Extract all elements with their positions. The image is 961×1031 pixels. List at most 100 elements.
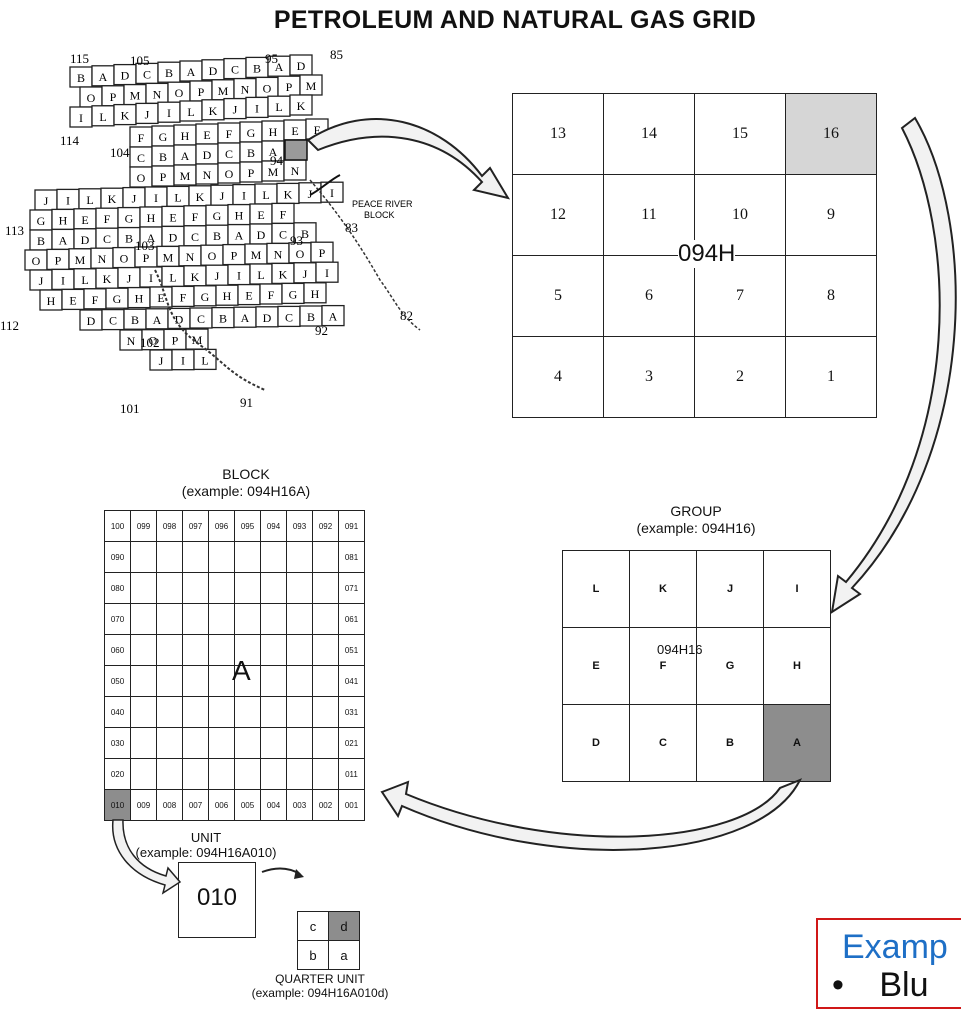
index-map-letter: C — [279, 227, 287, 241]
index-map-letter: C — [103, 232, 111, 246]
index-map-letter: L — [275, 100, 282, 114]
index-map-letter: K — [297, 99, 306, 113]
index-map-letter: L — [174, 190, 181, 204]
longitude-label: 104 — [110, 145, 130, 160]
block-grid-cell — [286, 696, 313, 728]
block-grid-cell — [260, 541, 287, 573]
index-map-letter: A — [153, 313, 162, 327]
index-map-letter: L — [257, 268, 264, 282]
index-map-letter: M — [268, 165, 279, 179]
block-grid-cell: 010 — [104, 789, 131, 821]
index-map-letter: F — [138, 131, 145, 145]
block-grid-cell: 060 — [104, 634, 131, 666]
block-grid-cell: 008 — [156, 789, 183, 821]
index-map-letter: D — [87, 314, 96, 328]
index-map-letter: B — [301, 227, 309, 241]
block-grid-cell: 051 — [338, 634, 365, 666]
index-map-letter: A — [187, 65, 196, 79]
index-map-letter: K — [108, 192, 117, 206]
block-grid-cell: 030 — [104, 727, 131, 759]
block-grid-cell — [208, 665, 235, 697]
example-bullet-item: • Blu — [832, 966, 929, 1005]
index-map-letter: I — [325, 266, 329, 280]
index-map-letter: K — [209, 104, 218, 118]
block-grid-cell — [312, 665, 339, 697]
block-grid-cell: 090 — [104, 541, 131, 573]
block-grid-cell — [234, 572, 261, 604]
block-grid-row: 060 051 — [104, 634, 365, 666]
block-grid-cell — [312, 696, 339, 728]
index-map-letter: A — [99, 70, 108, 84]
group-grid-cell: D — [562, 704, 630, 782]
block-grid-cell — [208, 634, 235, 666]
index-map-letter: P — [231, 249, 238, 263]
map-grid-cell: 4 — [512, 336, 604, 418]
index-map-letter: M — [130, 89, 141, 103]
block-grid-cell: 093 — [286, 510, 313, 542]
longitude-label: 101 — [120, 401, 140, 416]
quarter-grid-cell: b — [297, 940, 329, 970]
index-map-cell — [289, 94, 313, 116]
callout-line: PEACE RIVER — [352, 199, 413, 209]
block-grid-cell: 020 — [104, 758, 131, 790]
index-map-letter: F — [280, 207, 287, 221]
block-grid-cell — [208, 603, 235, 635]
index-map-letter: B — [37, 234, 45, 248]
group-grid-cell: K — [629, 550, 697, 628]
index-map-letter: M — [306, 79, 317, 93]
block-heading: BLOCK (example: 094H16A) — [181, 466, 311, 499]
block-grid-cell — [130, 665, 157, 697]
index-map-letter: L — [99, 110, 106, 124]
block-grid-cell — [156, 541, 183, 573]
block-grid-cell — [156, 634, 183, 666]
index-map-cell — [303, 282, 327, 304]
index-map-letter: C — [231, 63, 239, 77]
block-grid-cell — [182, 541, 209, 573]
index-map-letter: C — [191, 230, 199, 244]
index-map-letter: O — [296, 247, 305, 261]
index-map-letter: D — [203, 148, 212, 162]
index-map-letter: A — [269, 145, 278, 159]
group-grid-cell: F — [629, 627, 697, 705]
index-map-letter: E — [169, 210, 176, 224]
index-map-letter: P — [55, 253, 62, 267]
index-map-letter: I — [242, 189, 246, 203]
block-grid-cell: 097 — [182, 510, 209, 542]
index-map-letter: H — [311, 287, 320, 301]
block-grid-cell — [130, 727, 157, 759]
map-grid-cell: 14 — [603, 93, 695, 175]
index-map-letter: G — [125, 212, 134, 226]
block-grid-cell — [156, 603, 183, 635]
longitude-label: 93 — [290, 233, 303, 248]
index-map-letter: A — [241, 311, 250, 325]
quarter-unit-heading: QUARTER UNIT (example: 094H16A010d) — [251, 972, 389, 1000]
index-map-letter: J — [159, 354, 164, 368]
block-grid-cell: 098 — [156, 510, 183, 542]
quarter-grid-cell: c — [297, 911, 329, 941]
index-map-letter: N — [127, 334, 136, 348]
block-grid-cell — [286, 665, 313, 697]
index-map-letter: J — [145, 107, 150, 121]
index-map-letter: H — [147, 211, 156, 225]
index-map-letter: F — [268, 288, 275, 302]
index-map-letter: I — [181, 354, 185, 368]
index-map-letter: N — [274, 247, 283, 261]
index-map-letter: L — [169, 270, 176, 284]
block-grid-cell — [260, 727, 287, 759]
index-map-letter: P — [198, 85, 205, 99]
bullet-icon: • — [832, 966, 844, 1004]
index-map-letter: J — [44, 194, 49, 208]
index-map-letter: L — [81, 273, 88, 287]
map-grid-cell: 8 — [785, 255, 877, 337]
block-grid-cell: 092 — [312, 510, 339, 542]
index-map-letter: N — [291, 164, 300, 178]
group-grid-cell: G — [696, 627, 764, 705]
